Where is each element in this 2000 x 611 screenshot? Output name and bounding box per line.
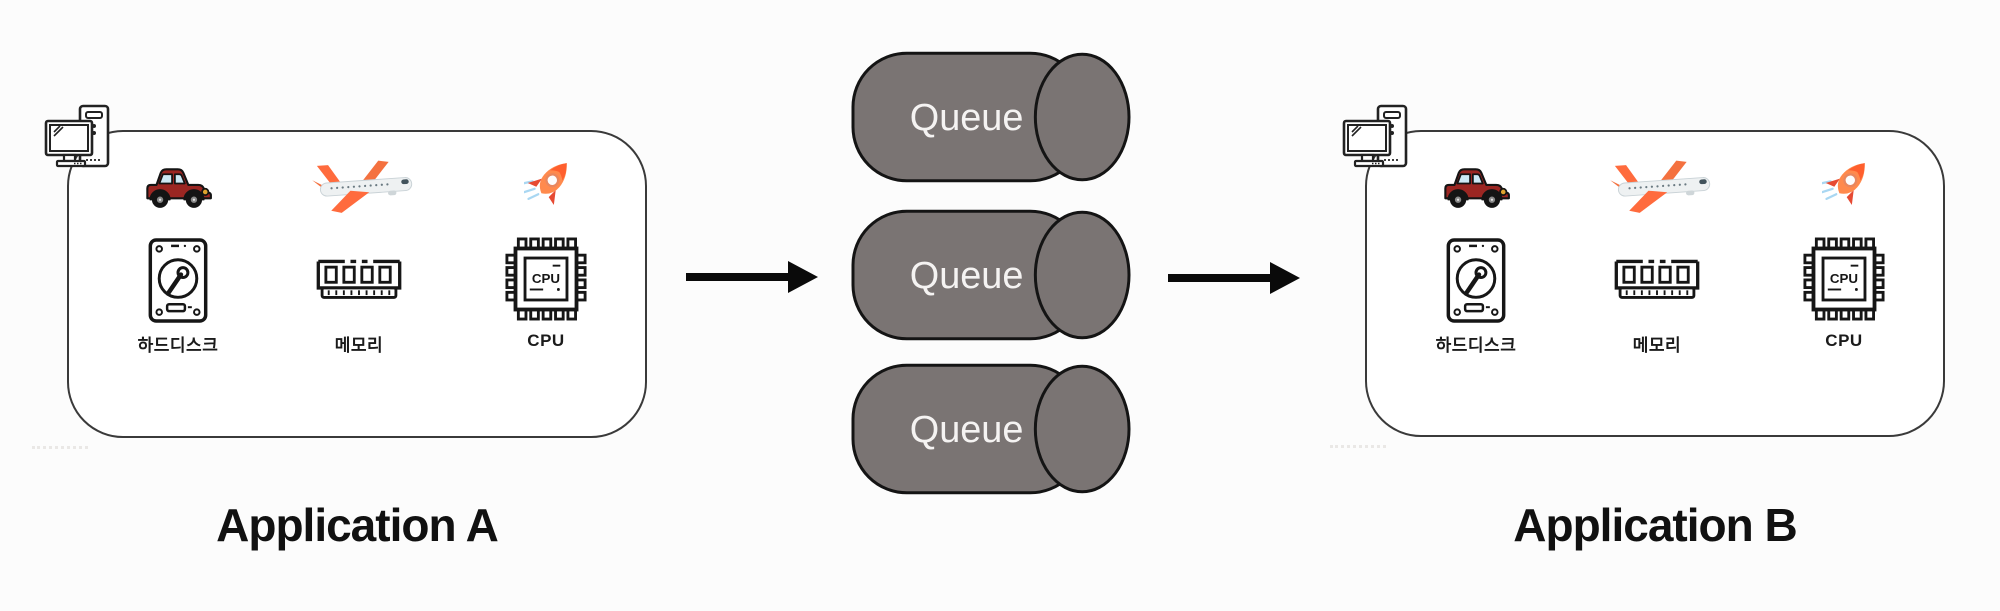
app-title-b: Application B xyxy=(1513,499,1797,551)
queue-cylinder-3: Queue xyxy=(851,363,1132,495)
flow-arrow-left xyxy=(686,261,818,293)
hw-label-cpu: CPU xyxy=(1825,331,1863,350)
airplane-icon xyxy=(309,154,421,216)
desktop-computer-icon xyxy=(1342,104,1416,172)
car-icon xyxy=(1439,163,1511,211)
arrow-head xyxy=(788,261,818,293)
arrow-head xyxy=(1270,262,1300,294)
ram-icon xyxy=(312,252,406,305)
flow-arrow-right xyxy=(1168,262,1300,294)
cpu-icon: CPU xyxy=(1803,236,1885,322)
application-a-box: CPU 하드디스크 메모리 CPU xyxy=(32,130,647,449)
queue-label: Queue xyxy=(910,255,1024,297)
car-icon xyxy=(141,163,213,211)
desktop-computer-icon xyxy=(44,104,118,172)
cpu-chip-text: CPU xyxy=(1830,271,1858,286)
queue-cylinder-2: Queue xyxy=(851,209,1132,341)
rocket-icon xyxy=(524,155,576,211)
queue-label: Queue xyxy=(910,97,1024,139)
hw-label-harddisk: 하드디스크 xyxy=(1435,336,1517,355)
airplane-icon xyxy=(1607,154,1719,216)
hard-disk-icon xyxy=(147,237,209,324)
hw-label-cpu: CPU xyxy=(527,331,565,350)
cpu-chip-text: CPU xyxy=(532,271,560,286)
application-b-box: CPU 하드디스크 메모리 CPU xyxy=(1330,130,1945,448)
app-title-a: Application A xyxy=(216,499,499,551)
queue-label: Queue xyxy=(910,409,1024,451)
hard-disk-icon xyxy=(1445,237,1507,324)
queue-cylinder-1: Queue xyxy=(851,51,1132,183)
ram-icon xyxy=(1610,252,1704,305)
cpu-icon: CPU xyxy=(505,236,587,322)
hw-label-harddisk: 하드디스크 xyxy=(137,336,219,355)
rocket-icon xyxy=(1822,155,1874,211)
hw-label-memory: 메모리 xyxy=(1632,336,1682,355)
arrow-shaft xyxy=(686,273,790,281)
faint-artifact xyxy=(32,446,88,449)
arrow-shaft xyxy=(1168,274,1272,282)
hw-label-memory: 메모리 xyxy=(334,336,384,355)
faint-artifact xyxy=(1330,445,1386,448)
